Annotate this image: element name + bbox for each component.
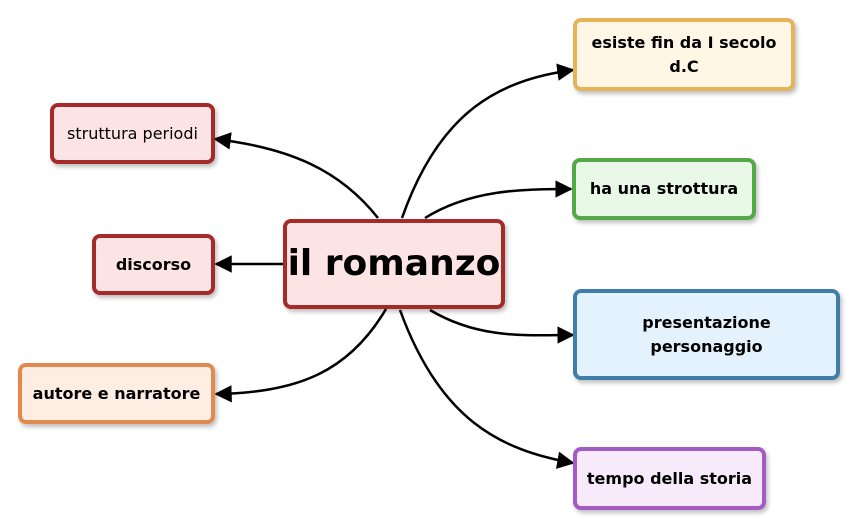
node-label: presentazione personaggio bbox=[642, 312, 771, 356]
node-presentazione-personaggio[interactable]: presentazione personaggio bbox=[573, 289, 840, 380]
node-struttura-periodi[interactable]: struttura periodi bbox=[50, 103, 215, 164]
central-topic-label: il romanzo bbox=[287, 243, 501, 284]
node-label: esiste fin da I secolo d.C bbox=[591, 32, 777, 76]
node-label: autore e narratore bbox=[32, 383, 201, 403]
connector-struttura bbox=[424, 180, 573, 220]
connector-autore-narratore bbox=[214, 308, 388, 403]
node-label: tempo della storia bbox=[586, 468, 753, 488]
connector-tempo bbox=[398, 309, 575, 469]
node-discorso[interactable]: discorso bbox=[92, 234, 215, 295]
connector-presentazione bbox=[429, 308, 575, 344]
connector-struttura-periodi bbox=[213, 132, 379, 219]
node-esiste-fin-da[interactable]: esiste fin da I secolo d.C bbox=[573, 18, 795, 91]
central-topic-node[interactable]: il romanzo bbox=[283, 219, 505, 309]
node-tempo-della-storia[interactable]: tempo della storia bbox=[573, 447, 766, 510]
connector-esiste bbox=[400, 63, 575, 219]
node-label: struttura periodi bbox=[67, 123, 198, 143]
node-autore-narratore[interactable]: autore e narratore bbox=[18, 363, 215, 424]
node-label: discorso bbox=[115, 254, 192, 274]
node-label: ha una strottura bbox=[589, 179, 739, 198]
node-ha-una-strottura[interactable]: ha una strottura bbox=[572, 158, 756, 220]
